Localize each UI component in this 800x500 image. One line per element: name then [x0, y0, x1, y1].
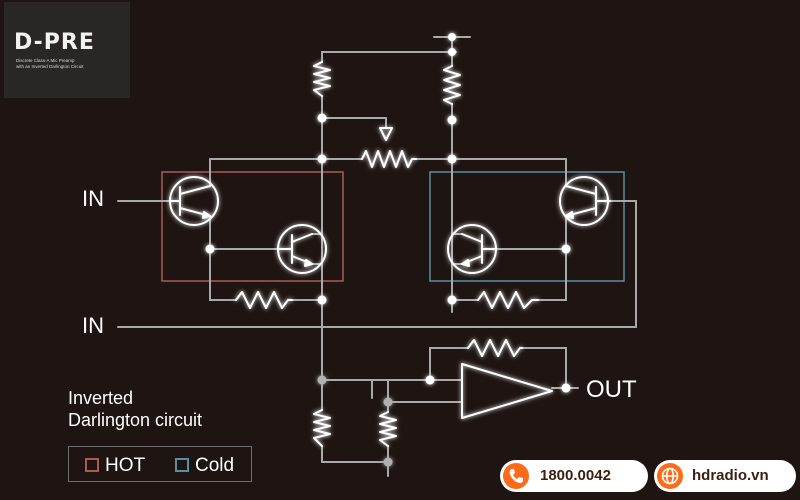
legend-box: HOT Cold — [68, 446, 252, 482]
resistor-ground-left — [313, 409, 331, 447]
resistor-bottom-right — [477, 291, 539, 309]
website-contact-pill[interactable]: hdradio.vn — [654, 460, 796, 492]
logo-title: D-PRE — [14, 30, 95, 55]
cold-region-box — [429, 171, 625, 282]
hot-region-box — [161, 171, 344, 282]
input-cold-label: IN — [82, 313, 104, 338]
output-label: OUT — [586, 376, 637, 403]
op-amp — [461, 363, 553, 419]
website-url: hdradio.vn — [692, 467, 769, 484]
trim-potentiometer — [361, 150, 417, 168]
globe-icon — [657, 463, 683, 489]
phone-icon — [503, 463, 529, 489]
resistor-ground-right — [379, 411, 397, 447]
logo-subtitle-line-2: with an Inverted Darlington Circuit — [16, 64, 84, 69]
circuit-components — [169, 61, 611, 447]
circuit-wires — [117, 36, 637, 477]
pot-wiper-arrow — [379, 127, 393, 141]
input-hot-label: IN — [82, 186, 104, 211]
transistor-q4-cold — [559, 176, 611, 226]
junction-dots — [205, 33, 571, 467]
hot-swatch — [85, 458, 99, 472]
transistor-q2-hot — [277, 224, 327, 274]
transistor-q3-cold — [447, 224, 497, 274]
caption-line-1: Inverted — [68, 388, 134, 408]
dpre-logo-block: D-PRE Discrete Class-A Mic Preamp with a… — [4, 2, 130, 98]
caption-line-2: Darlington circuit — [68, 410, 203, 430]
legend-cold-label: Cold — [195, 455, 235, 476]
resistor-bottom-left — [235, 291, 293, 309]
transistor-q1-hot — [169, 176, 219, 226]
resistor-feedback — [467, 339, 523, 357]
phone-contact-pill[interactable]: 1800.0042 — [500, 460, 648, 492]
logo-subtitle-line-1: Discrete Class-A Mic Preamp — [16, 58, 75, 63]
cold-swatch — [175, 458, 189, 472]
resistor-top-left — [313, 61, 331, 97]
phone-number: 1800.0042 — [540, 467, 611, 484]
resistor-top-right — [443, 65, 461, 105]
legend-hot-label: HOT — [105, 455, 146, 476]
